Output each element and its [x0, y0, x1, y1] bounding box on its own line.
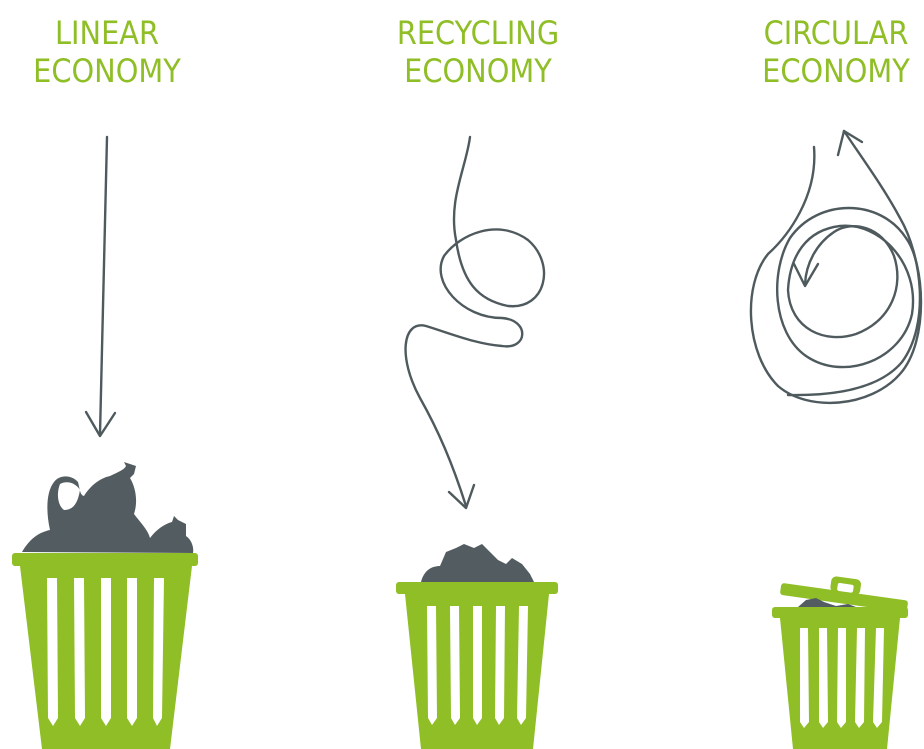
- straight-arrow-icon: [86, 137, 115, 436]
- waste-pile: [421, 544, 534, 582]
- overflowing-waste-pile: [22, 462, 193, 553]
- bin-body: [396, 582, 558, 749]
- bin-body: [772, 607, 908, 749]
- half-full-trash-bin-icon: [396, 544, 558, 749]
- looping-arrow-icon: [406, 137, 544, 508]
- nearly-empty-trash-bin-icon: [772, 569, 910, 749]
- overflowing-trash-bin-icon: [12, 462, 198, 749]
- circular-arrow-icon: [751, 131, 921, 403]
- bin-body: [12, 553, 198, 749]
